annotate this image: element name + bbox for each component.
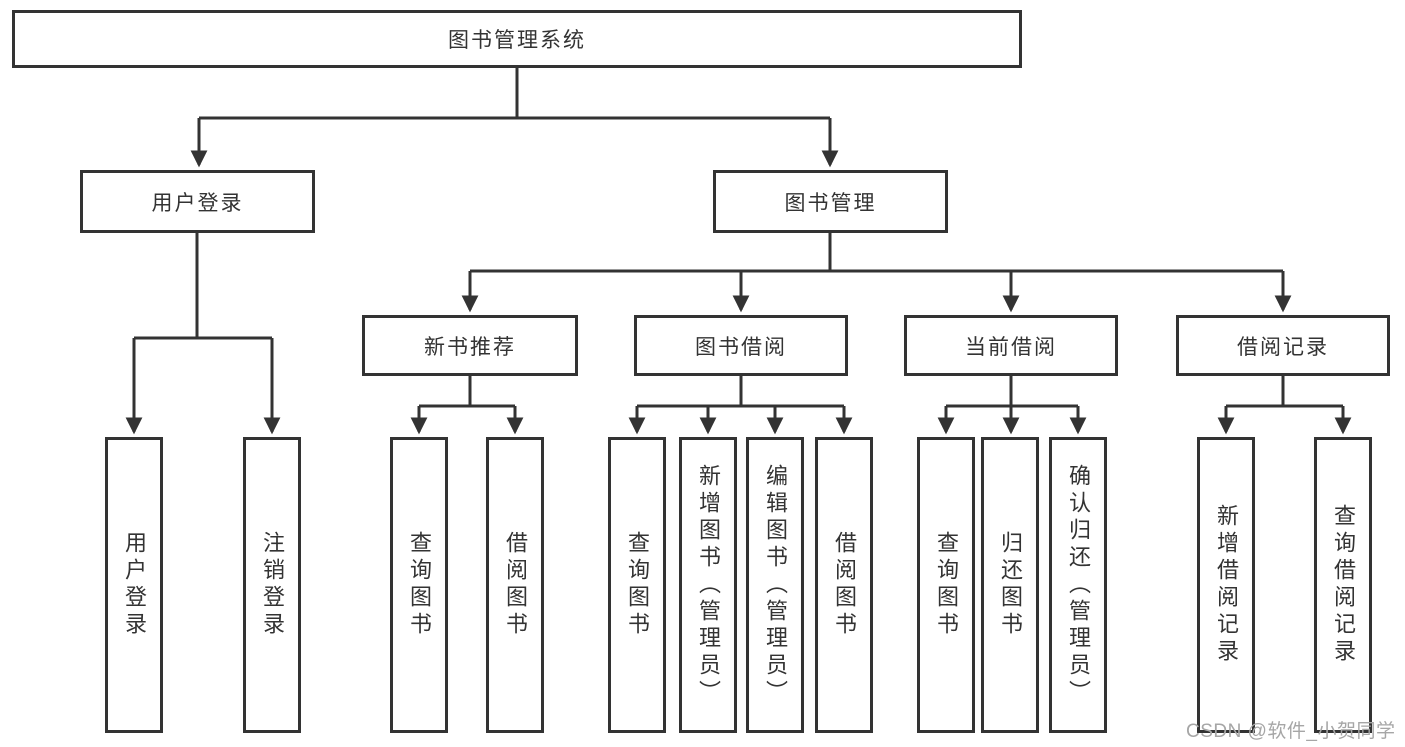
- node-new-book-recommend: 新书推荐: [362, 315, 578, 376]
- leaf-query-borrow-record: 查询借阅记录: [1314, 437, 1372, 733]
- leaf-user-login: 用户登录: [105, 437, 163, 733]
- node-user-login: 用户登录: [80, 170, 315, 233]
- leaf-edit-book-admin: 编辑图书（管理员）: [746, 437, 804, 733]
- leaf-borrow-books: 借阅图书: [815, 437, 873, 733]
- leaf-confirm-return-admin: 确认归还（管理员）: [1049, 437, 1107, 733]
- leaf-add-borrow-record: 新增借阅记录: [1197, 437, 1255, 733]
- leaf-query-books-borrow: 查询图书: [608, 437, 666, 733]
- node-current-borrow: 当前借阅: [904, 315, 1118, 376]
- csdn-watermark: CSDN @软件_小贺同学: [1186, 721, 1396, 742]
- node-borrow-records: 借阅记录: [1176, 315, 1390, 376]
- leaf-return-book: 归还图书: [981, 437, 1039, 733]
- leaf-add-book-admin: 新增图书（管理员）: [679, 437, 737, 733]
- leaf-query-books-recommend: 查询图书: [390, 437, 448, 733]
- node-book-management: 图书管理: [713, 170, 948, 233]
- leaf-query-books-current: 查询图书: [917, 437, 975, 733]
- node-book-borrow: 图书借阅: [634, 315, 848, 376]
- node-library-system: 图书管理系统: [12, 10, 1022, 68]
- leaf-logout: 注销登录: [243, 437, 301, 733]
- leaf-borrow-books-recommend: 借阅图书: [486, 437, 544, 733]
